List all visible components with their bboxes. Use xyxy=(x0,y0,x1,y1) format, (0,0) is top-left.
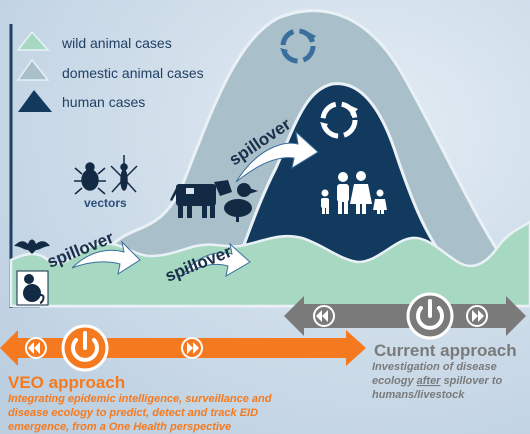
current-title: Current approach xyxy=(374,341,517,360)
legend-label-domestic: domestic animal cases xyxy=(62,65,204,81)
family-icon xyxy=(321,171,387,214)
current-desc-line1: Investigation of disease xyxy=(372,361,497,373)
veo-desc-line3: emergence, from a One Health perspective xyxy=(8,421,231,433)
legend-swatch-human xyxy=(18,90,52,112)
beetle-icon xyxy=(74,162,106,195)
spillover-arrow xyxy=(181,242,251,277)
spillover-arrow xyxy=(71,240,141,276)
recycle-icon xyxy=(280,28,316,64)
legend-label-wild: wild animal cases xyxy=(61,35,172,51)
current-desc-line2-pre: ecology xyxy=(372,375,417,387)
power-icon xyxy=(406,292,454,340)
wild-curve xyxy=(9,220,530,308)
current-desc-line2-emph: after xyxy=(417,375,442,387)
legend-label-human: human cases xyxy=(62,94,145,110)
spillover-arrow xyxy=(235,130,319,183)
fast-forward-icon xyxy=(466,305,488,327)
veo-approach-timeline xyxy=(0,324,366,372)
bat-icon xyxy=(14,239,50,254)
power-icon xyxy=(61,324,109,372)
mosquito-icon xyxy=(110,155,138,193)
duck-icon xyxy=(224,183,258,222)
legend-item-wild: wild animal cases xyxy=(16,30,172,51)
legend-item-human: human cases xyxy=(18,90,145,112)
fast-forward-icon xyxy=(181,337,203,359)
rewind-icon xyxy=(313,305,335,327)
legend-swatch-wild xyxy=(16,30,50,51)
monkey-icon xyxy=(16,270,49,306)
current-desc-line3: humans/livestock xyxy=(372,389,465,401)
veo-desc-line1: Integrating epidemic intelligence, surve… xyxy=(8,393,272,405)
vectors-label: vectors xyxy=(84,196,127,210)
current-approach-timeline xyxy=(284,292,526,340)
current-desc-line2: ecology after spillover to xyxy=(372,375,502,387)
rewind-icon xyxy=(25,337,47,359)
recycle-icon xyxy=(320,101,358,139)
legend-item-domestic: domestic animal cases xyxy=(16,58,204,81)
current-desc-line2-post: spillover to xyxy=(440,375,502,387)
veo-desc-line2: disease ecology to predict, detect and t… xyxy=(8,407,258,419)
legend: wild animal cases domestic animal cases … xyxy=(16,30,204,112)
veo-title: VEO approach xyxy=(8,373,125,392)
cow-icon xyxy=(170,180,232,218)
legend-swatch-domestic xyxy=(16,58,50,81)
